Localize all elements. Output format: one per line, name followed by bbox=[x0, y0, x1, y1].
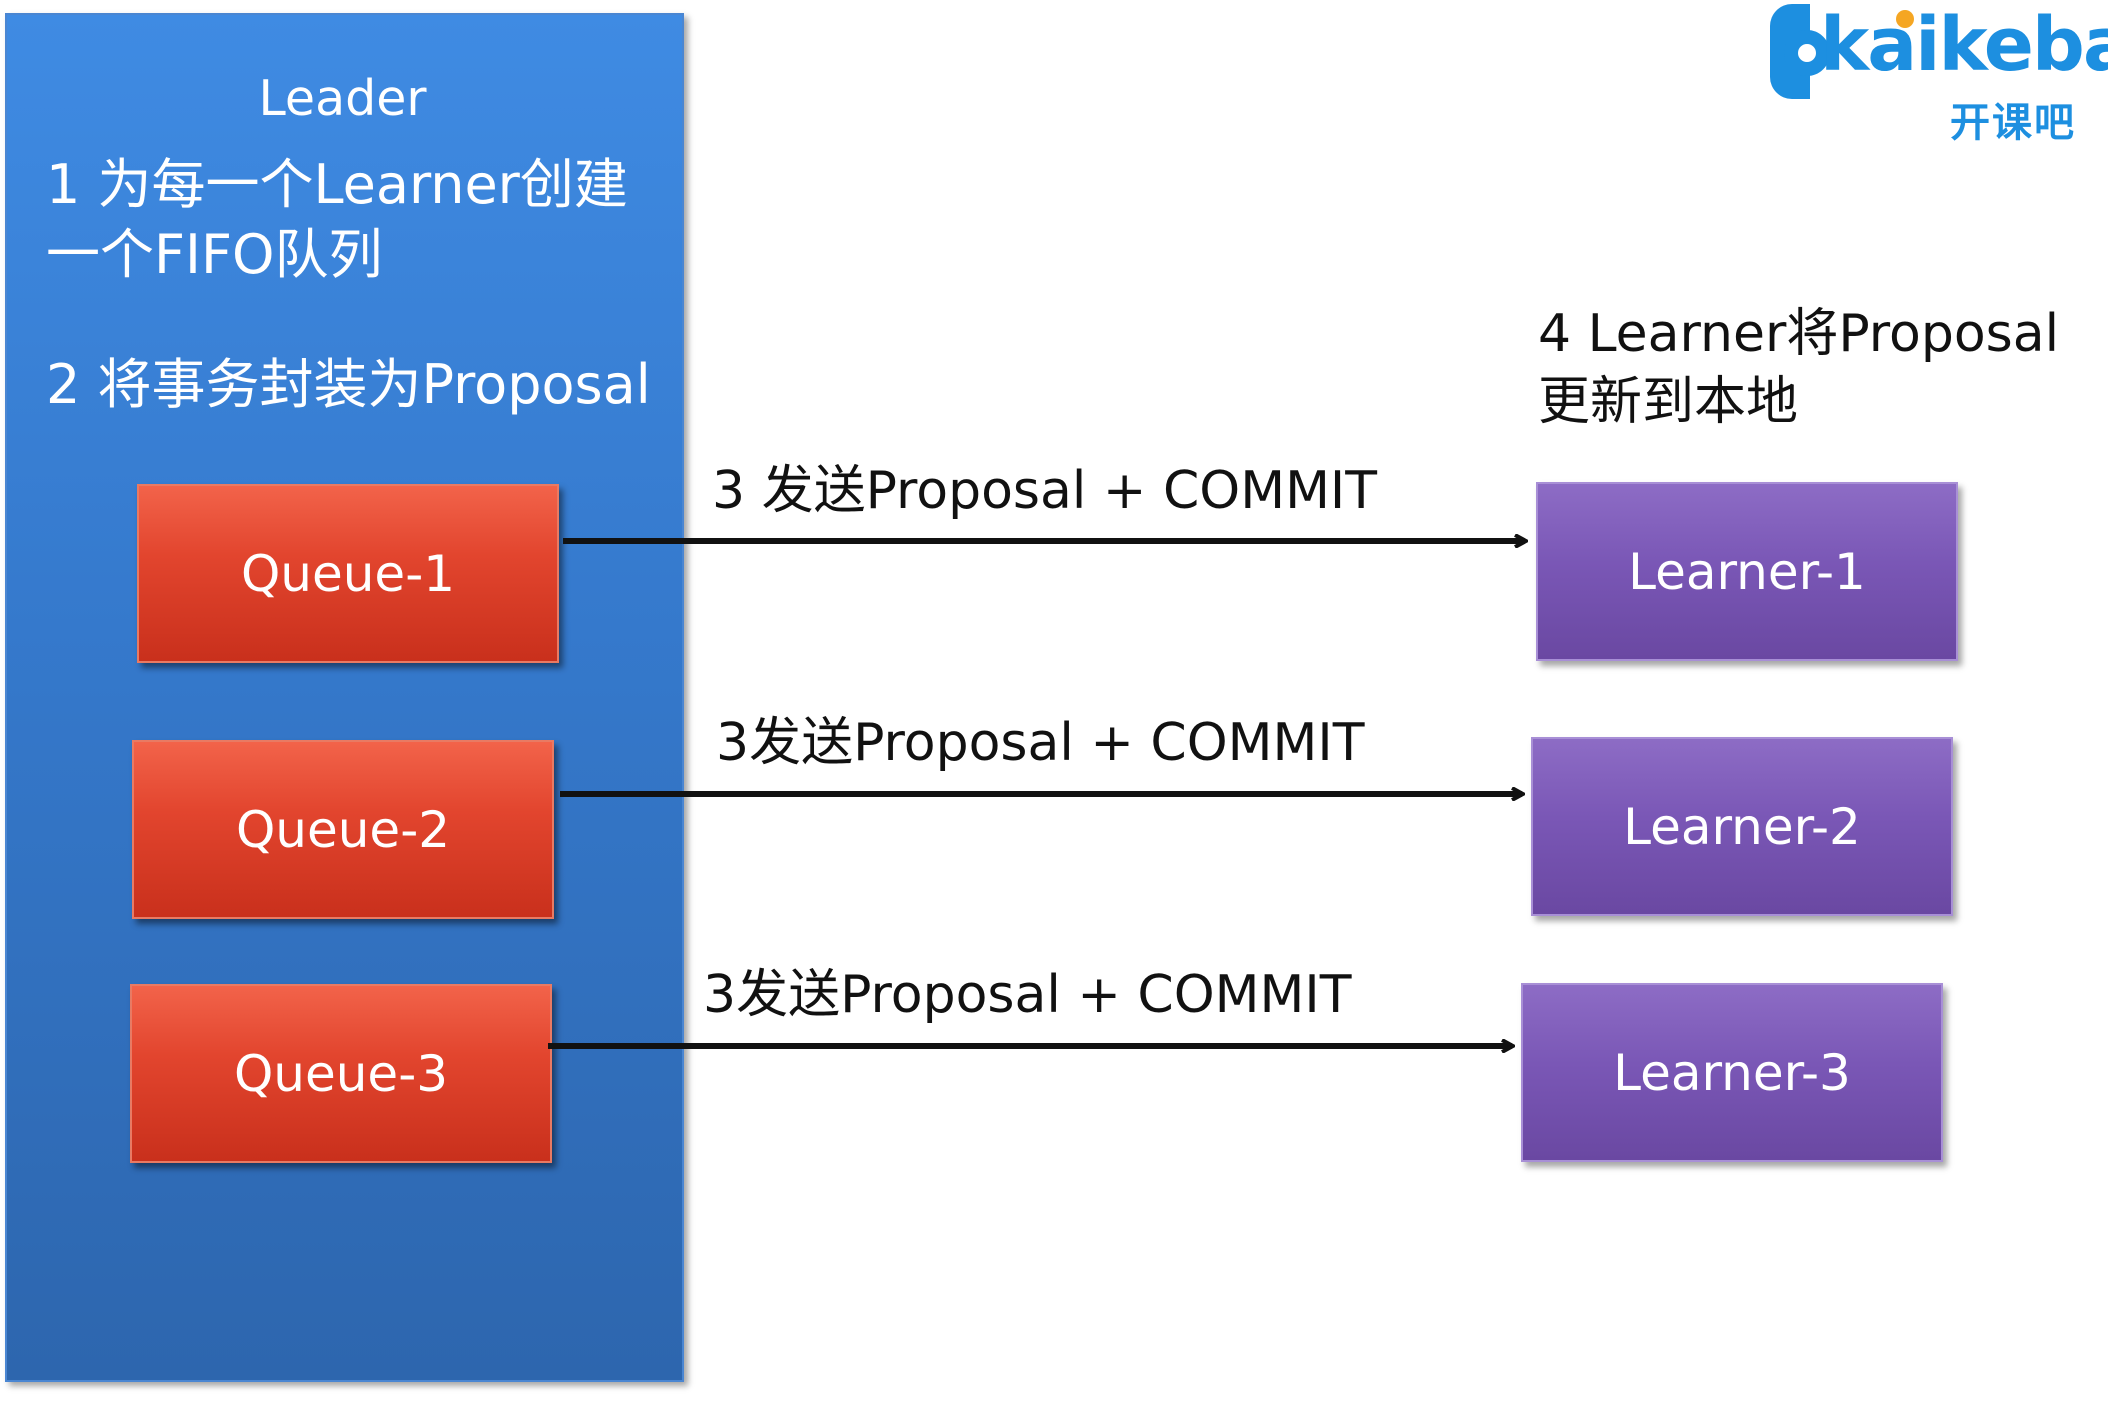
logo-dot-icon bbox=[1896, 10, 1914, 28]
queue-2-box: Queue-2 bbox=[132, 740, 554, 919]
logo-subtitle: 开课吧 bbox=[1950, 100, 2076, 146]
arrow-2-label: 3发送Proposal + COMMIT bbox=[716, 713, 1365, 773]
learner-3-box: Learner-3 bbox=[1521, 983, 1943, 1162]
leader-step-1: 1 为每一个Learner创建 一个FIFO队列 bbox=[46, 153, 628, 286]
learner-2-box: Learner-2 bbox=[1531, 737, 1953, 916]
leader-title: Leader bbox=[258, 70, 427, 127]
queue-2-label: Queue-2 bbox=[235, 800, 451, 859]
queue-3-box: Queue-3 bbox=[130, 984, 552, 1163]
queue-3-label: Queue-3 bbox=[233, 1044, 449, 1103]
logo-ring-icon bbox=[1784, 30, 1830, 76]
arrow-3-label: 3发送Proposal + COMMIT bbox=[703, 965, 1352, 1025]
arrow-1-label: 3 发送Proposal + COMMIT bbox=[712, 461, 1378, 521]
leader-step-2: 2 将事务封装为Proposal bbox=[46, 353, 651, 416]
learner-3-label: Learner-3 bbox=[1613, 1043, 1851, 1102]
learner-2-label: Learner-2 bbox=[1623, 797, 1861, 856]
learner-1-box: Learner-1 bbox=[1536, 482, 1958, 661]
queue-1-box: Queue-1 bbox=[137, 484, 559, 663]
learner-note: 4 Learner将Proposal 更新到本地 bbox=[1538, 304, 2060, 432]
learner-1-label: Learner-1 bbox=[1628, 542, 1866, 601]
queue-1-label: Queue-1 bbox=[240, 544, 456, 603]
kaikeba-logo: kaikeba 开课吧 bbox=[1770, 0, 2108, 146]
logo-wordmark: kaikeba bbox=[1820, 2, 2108, 88]
